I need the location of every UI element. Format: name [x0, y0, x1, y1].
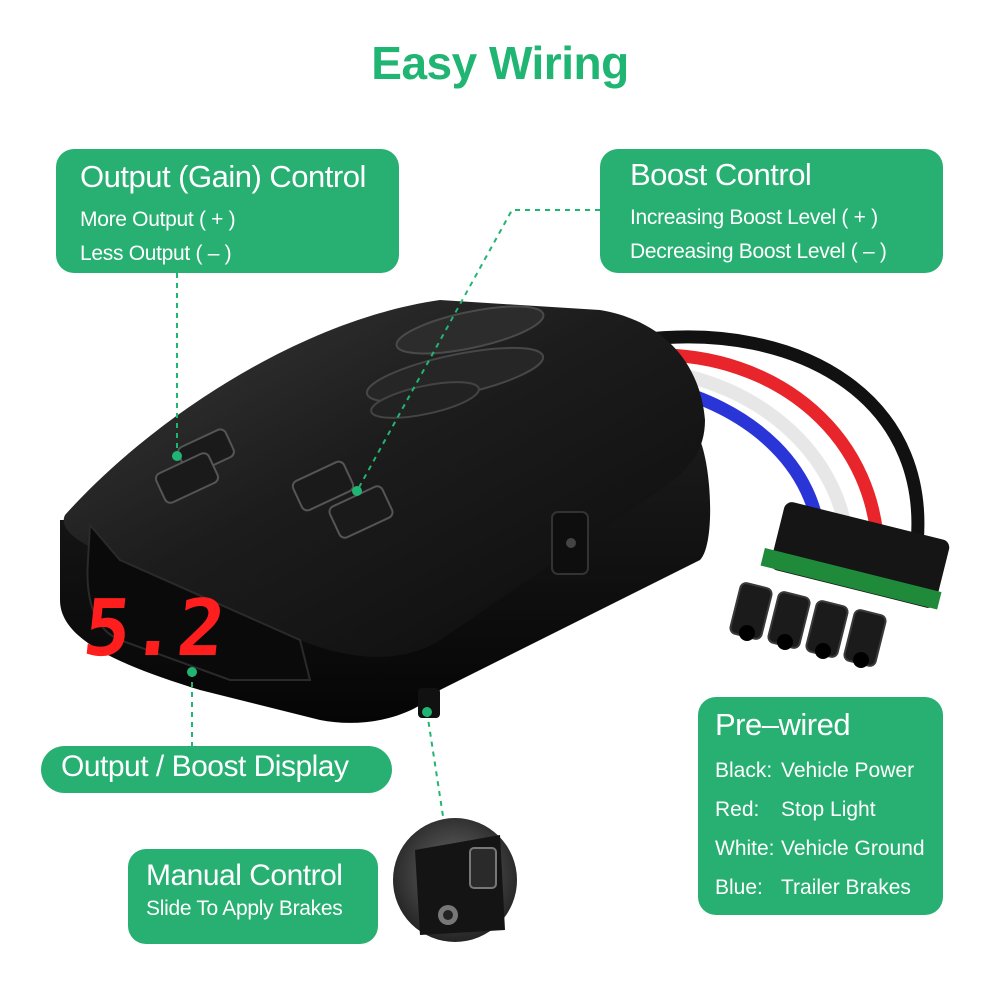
gain-buttons — [154, 428, 235, 504]
ridge-1 — [395, 305, 545, 355]
manual-control-description: Slide To Apply Brakes — [146, 897, 343, 920]
boost-buttons — [291, 460, 394, 539]
wire-function: Trailer Brakes — [781, 876, 911, 899]
wire-function: Stop Light — [781, 798, 876, 821]
gain-less-output: Less Output ( – ) — [80, 242, 232, 265]
wire-color: Blue: — [715, 876, 763, 899]
prewired-callout: Pre–wired Black: Vehicle Power Red: Stop L… — [698, 697, 943, 915]
wire-row-black: Black: Vehicle Power — [715, 751, 943, 790]
wire-color: Black: — [715, 759, 773, 782]
display-digits: 5.2 — [79, 583, 229, 674]
wire-connector — [729, 502, 950, 668]
wire-black — [633, 330, 925, 567]
controller-body — [60, 300, 711, 723]
wire-red — [638, 348, 885, 567]
boost-decrease: Decreasing Boost Level ( – ) — [630, 240, 887, 263]
boost-control-heading: Boost Control — [630, 157, 812, 192]
wire-function: Vehicle Ground — [781, 837, 925, 860]
display-panel — [86, 522, 312, 681]
leader-boost — [356, 209, 600, 492]
manual-control-inset — [393, 818, 517, 942]
ridge-3 — [370, 381, 480, 419]
leader-dots — [172, 451, 432, 717]
prewired-heading: Pre–wired — [715, 707, 851, 742]
gain-control-heading: Output (Gain) Control — [80, 159, 366, 194]
wire-color: White: — [715, 837, 775, 860]
gain-more-output: More Output ( + ) — [80, 208, 236, 231]
boost-increase: Increasing Boost Level ( + ) — [630, 206, 878, 229]
wire-color: Red: — [715, 798, 760, 821]
page-title: Easy Wiring — [371, 37, 629, 89]
display-callout: Output / Boost Display — [41, 746, 392, 793]
wire-row-blue: Blue: Trailer Brakes — [715, 868, 943, 907]
wire-function: Vehicle Power — [781, 759, 915, 782]
manual-control-heading: Manual Control — [146, 859, 343, 892]
manual-control-callout: Manual Control Slide To Apply Brakes — [128, 849, 378, 944]
leader-lines — [176, 209, 600, 876]
body-top — [63, 300, 706, 657]
boost-control-callout: Boost Control Increasing Boost Level ( +… — [600, 149, 943, 273]
leader-manual — [426, 711, 453, 876]
wire-row-white: White: Vehicle Ground — [715, 829, 943, 868]
wire-row-red: Red: Stop Light — [715, 790, 943, 829]
gain-control-callout: Output (Gain) Control More Output ( + ) … — [56, 149, 399, 273]
display-heading: Output / Boost Display — [61, 750, 349, 783]
